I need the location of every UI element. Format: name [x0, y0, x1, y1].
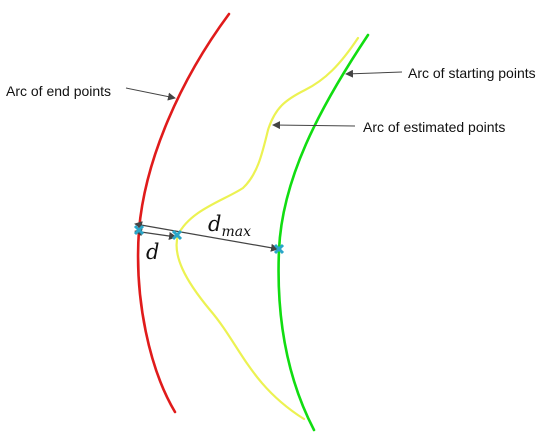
estimated-point-marker: [171, 229, 183, 241]
dmax-label: dmax: [208, 212, 251, 240]
estimated-points-arc: [175, 36, 360, 421]
estimated-arc-label: Arc of estimated points: [363, 119, 505, 135]
end-point-marker: [133, 224, 145, 236]
estimated-arc-callout-arrow: [272, 121, 356, 130]
end-arc-label: Arc of end points: [6, 83, 111, 99]
d-arrow: [134, 228, 177, 240]
starting-points-arc: [277, 33, 370, 432]
start-arc-label: Arc of starting points: [408, 65, 536, 81]
start-arc-callout-arrow: [345, 69, 403, 78]
starting-point-marker: [273, 243, 285, 255]
d-label: d: [146, 240, 159, 264]
end-arc-callout-arrow: [125, 87, 176, 101]
